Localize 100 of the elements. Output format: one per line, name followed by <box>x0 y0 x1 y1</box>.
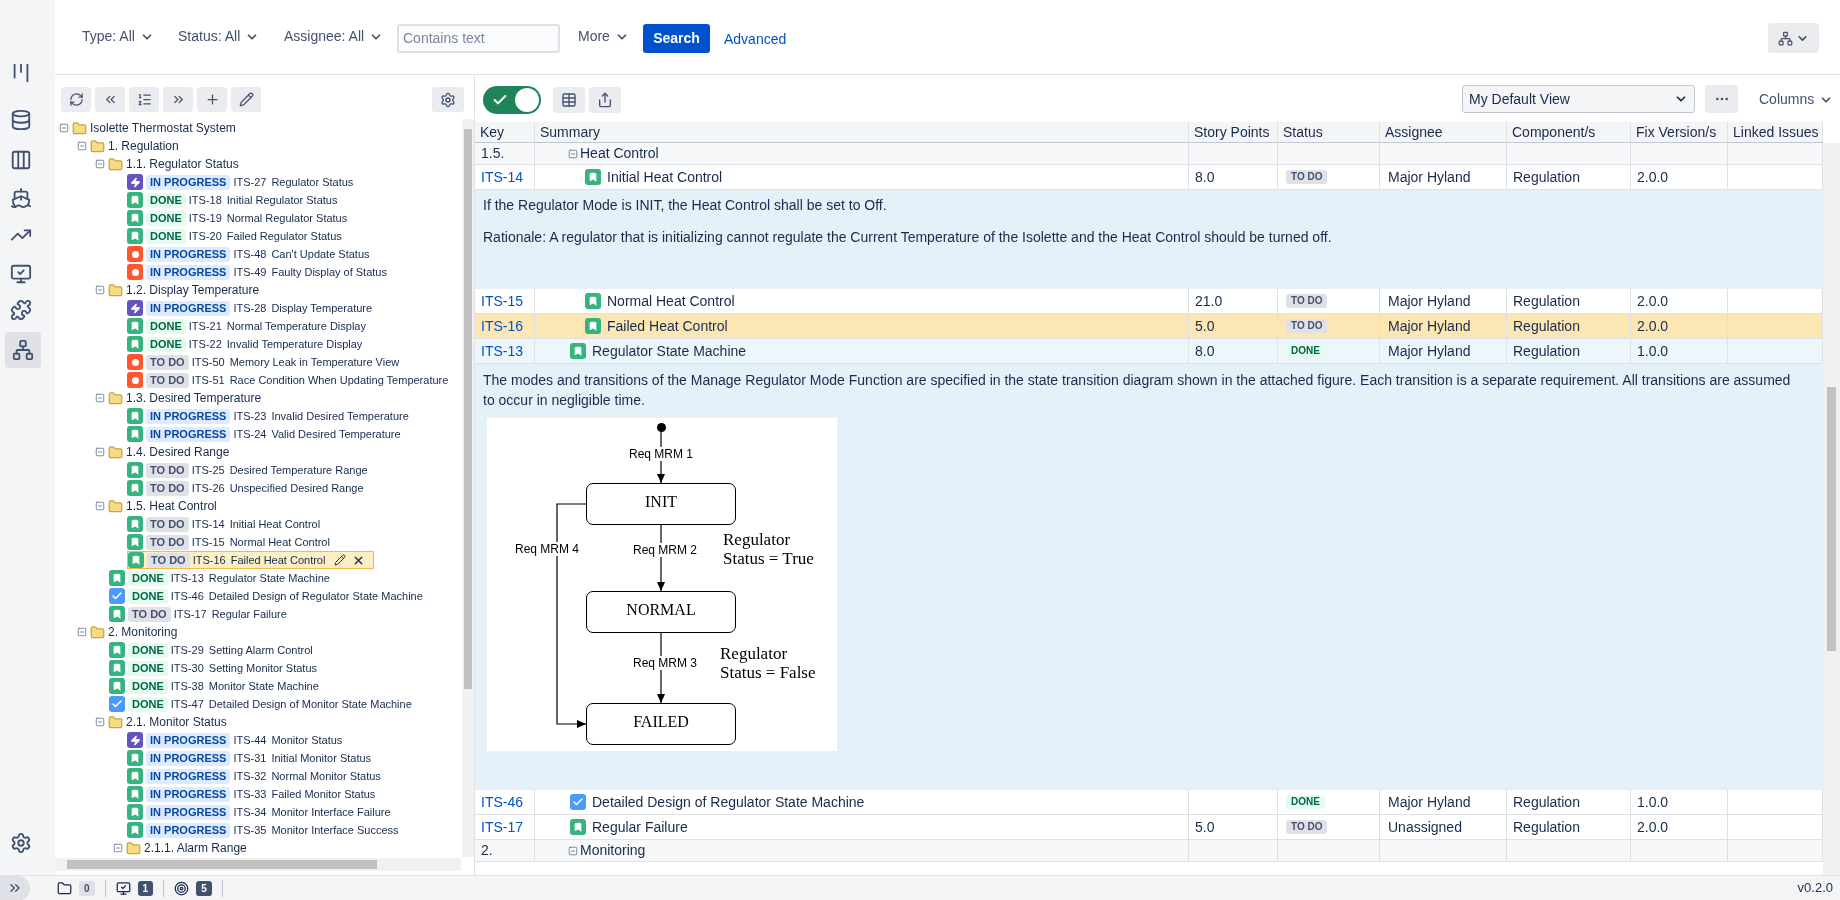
status-badge: DONE <box>128 642 168 658</box>
issue-summary: Regulator State Machine <box>592 341 747 361</box>
story-points: 5.0 <box>1195 817 1215 837</box>
issue-summary: Invalid Temperature Display <box>226 336 363 352</box>
issue-key: ITS-20 <box>188 227 222 245</box>
folder-label: 1. Regulation <box>108 138 179 155</box>
status-badge: IN PROGRESS <box>146 822 231 838</box>
issue-key: ITS-47 <box>170 695 204 713</box>
issue-summary: Detailed Design of Monitor State Machine <box>208 696 412 712</box>
issue-summary: Monitor Interface Success <box>271 822 399 838</box>
arrow <box>556 503 587 728</box>
status-badge: IN PROGRESS <box>146 750 231 766</box>
status-badge: IN PROGRESS <box>146 246 231 262</box>
issue-key: ITS-44 <box>233 731 267 749</box>
issue-key: ITS-50 <box>191 353 225 371</box>
issue-summary: Normal Temperature Display <box>226 318 366 334</box>
search-button: Search <box>643 24 710 53</box>
issue-key: ITS-22 <box>188 335 222 353</box>
story-points: 8.0 <box>1195 167 1215 187</box>
group-title: Monitoring <box>580 841 646 860</box>
status-badge: TO DO <box>146 516 189 532</box>
status-badge: IN PROGRESS <box>146 300 231 316</box>
issue-summary: Failed Heat Control <box>230 552 326 568</box>
issue-summary: Normal Regulator Status <box>226 210 348 226</box>
version-text: v0.2.0 <box>1797 879 1833 898</box>
issue-key: ITS-15 <box>191 533 225 551</box>
transition-condition: Regulator Status = False <box>720 644 817 682</box>
issue-key: ITS-29 <box>170 641 204 659</box>
status-badge: DONE <box>1286 344 1325 358</box>
view-select: My Default View <box>1462 85 1695 113</box>
status-badge: IN PROGRESS <box>146 174 231 190</box>
status-badge: IN PROGRESS <box>146 426 231 442</box>
fix-version: 2.0.0 <box>1637 316 1669 336</box>
column-header: Assignee <box>1385 122 1443 142</box>
fix-version: 2.0.0 <box>1637 817 1669 837</box>
issue-key: ITS-13 <box>170 569 204 587</box>
status-badge: TO DO <box>128 606 171 622</box>
status-badge: DONE <box>146 210 186 226</box>
status-badge: TO DO <box>1286 294 1328 308</box>
fix-version: 2.0.0 <box>1637 167 1669 187</box>
column-header: Fix Version/s <box>1636 122 1717 142</box>
issue-key: ITS-19 <box>188 209 222 227</box>
folder-label: 1.2. Display Temperature <box>126 282 260 299</box>
assignee-name: Major Hyland <box>1388 167 1471 187</box>
column-header: Story Points <box>1194 122 1270 142</box>
assignee-name: Major Hyland <box>1388 316 1471 336</box>
issue-key: ITS-21 <box>188 317 222 335</box>
columns-dropdown: Columns <box>1759 89 1834 110</box>
issue-summary: Monitor State Machine <box>208 678 319 694</box>
issue-summary: Initial Monitor Status <box>271 750 372 766</box>
issue-key-link: ITS-13 <box>481 341 523 361</box>
issue-summary: Regular Failure <box>211 606 287 622</box>
issue-key: ITS-48 <box>233 245 267 263</box>
issue-summary: Failed Monitor Status <box>271 786 376 802</box>
issue-key: ITS-14 <box>191 515 225 533</box>
assignee-name: Major Hyland <box>1388 341 1471 361</box>
count-badge: 5 <box>196 880 212 896</box>
fix-version: 2.0.0 <box>1637 291 1669 311</box>
folder-label: 1.3. Desired Temperature <box>126 390 262 407</box>
issue-summary: Initial Heat Control <box>229 516 321 532</box>
status-badge: IN PROGRESS <box>146 408 231 424</box>
edge-label: Req MRM 2 <box>631 543 699 557</box>
issue-key-link: ITS-46 <box>481 792 523 812</box>
issue-key: ITS-34 <box>233 803 267 821</box>
issue-key: ITS-32 <box>233 767 267 785</box>
status-badge: DONE <box>128 696 168 712</box>
state-box: FAILED <box>586 703 736 745</box>
issue-key: ITS-31 <box>233 749 267 767</box>
issue-summary: Race Condition When Updating Temperature <box>229 372 449 388</box>
folder-label: 1.4. Desired Range <box>126 444 230 461</box>
issue-summary: Can't Update Status <box>271 246 370 262</box>
status-badge: DONE <box>128 660 168 676</box>
issue-key: ITS-46 <box>170 587 204 605</box>
issue-summary: Faulty Display of Status <box>271 264 387 280</box>
issue-key-link: ITS-14 <box>481 167 523 187</box>
status-badge: DONE <box>1286 795 1325 809</box>
status-badge: TO DO <box>146 534 189 550</box>
issue-summary: Setting Alarm Control <box>208 642 313 658</box>
issue-key: ITS-51 <box>191 371 225 389</box>
status-badge: TO DO <box>1286 319 1328 333</box>
issue-summary: Initial Regulator Status <box>226 192 338 208</box>
component-name: Regulation <box>1513 817 1580 837</box>
issue-key: ITS-16 <box>192 551 226 569</box>
column-header: Status <box>1283 122 1323 142</box>
folder-label: 2.1. Monitor Status <box>126 714 227 731</box>
column-header: Component/s <box>1512 122 1596 142</box>
issue-key: ITS-26 <box>191 479 225 497</box>
issue-summary: Regular Failure <box>592 817 688 837</box>
count-badge: 1 <box>137 880 154 896</box>
status-badge: TO DO <box>1286 170 1328 184</box>
status-badge: TO DO <box>147 552 190 568</box>
issue-key: ITS-28 <box>233 299 267 317</box>
issue-summary: Unspecified Desired Range <box>229 480 364 496</box>
fix-version: 1.0.0 <box>1637 341 1669 361</box>
status-badge: IN PROGRESS <box>146 804 231 820</box>
column-header: Summary <box>540 122 600 142</box>
issue-summary: Setting Monitor Status <box>208 660 318 676</box>
status-badge: IN PROGRESS <box>146 732 231 748</box>
group-number: 2. <box>481 841 493 860</box>
issue-summary: Detailed Design of Regulator State Machine <box>208 588 423 604</box>
